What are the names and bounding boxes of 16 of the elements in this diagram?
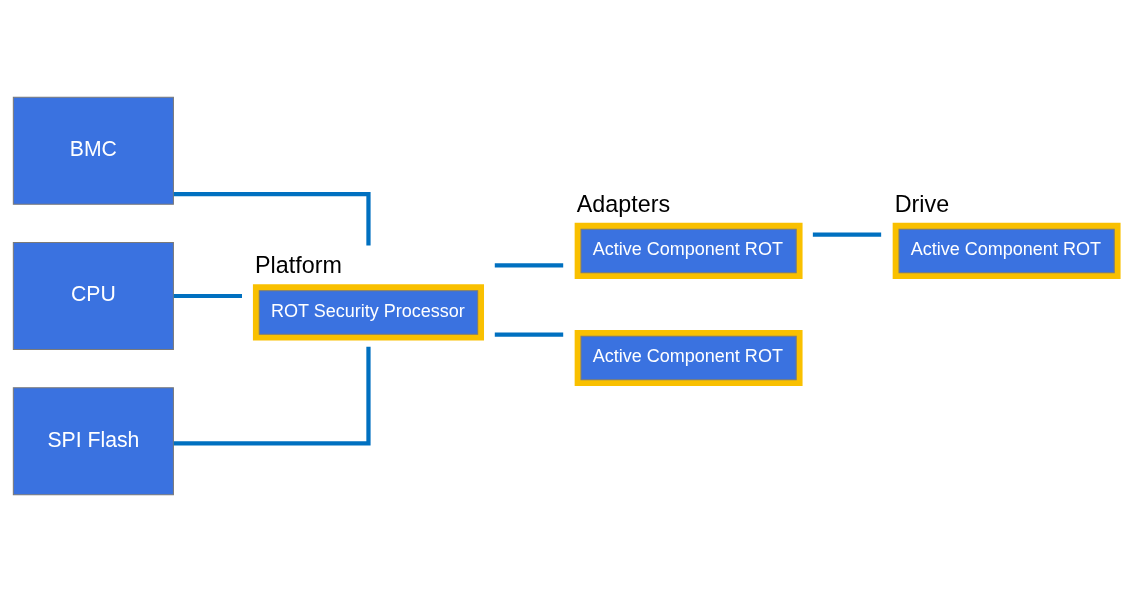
node-label: Drive bbox=[894, 190, 950, 217]
connector bbox=[173, 346, 371, 446]
node-label: Adapters bbox=[576, 190, 671, 217]
connector bbox=[173, 192, 371, 246]
node-box: Active Component ROT bbox=[574, 329, 803, 387]
node-box: SPI Flash bbox=[12, 387, 174, 496]
node-box: BMC bbox=[12, 96, 174, 205]
connector bbox=[812, 232, 882, 237]
node-box: ROT Security Processor bbox=[252, 284, 484, 341]
node-box: Active Component ROT bbox=[574, 222, 803, 280]
connector bbox=[494, 263, 564, 268]
connector bbox=[173, 293, 242, 299]
connector bbox=[494, 332, 564, 337]
node-box: CPU bbox=[12, 241, 174, 351]
node-label: Platform bbox=[255, 252, 342, 279]
node-box: Active Component ROT bbox=[892, 222, 1121, 280]
